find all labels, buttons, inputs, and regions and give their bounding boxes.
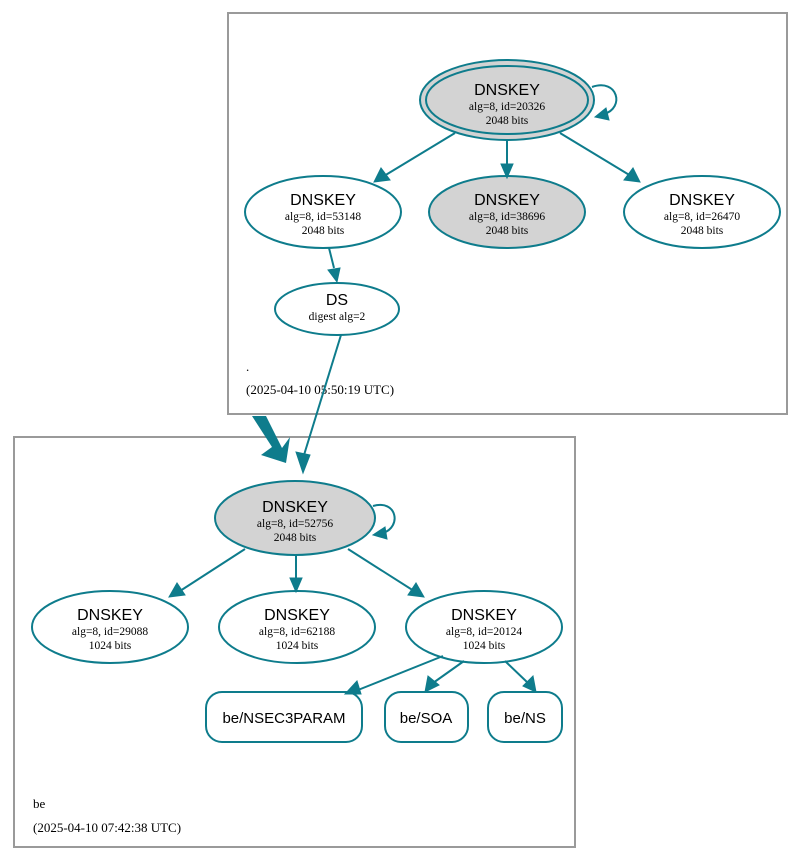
edge-sign-52756-20124 — [347, 548, 425, 598]
node-title: DS — [326, 292, 348, 309]
node-ring — [31, 590, 189, 664]
node-detail-size: 2048 bits — [274, 532, 317, 544]
node-detail-size: 2048 bits — [486, 115, 529, 127]
node-title: DNSKEY — [262, 499, 328, 516]
edge-sign-20124-soa — [424, 660, 465, 693]
node-inner-ring — [425, 65, 589, 135]
node-root-ds-be[interactable]: DS digest alg=2 — [274, 282, 400, 336]
edge-sign-20326-53148 — [373, 132, 456, 183]
node-ring — [623, 175, 781, 249]
node-title: be/SOA — [400, 710, 453, 727]
node-be-rr-soa[interactable]: be/SOA — [384, 691, 469, 743]
node-shape — [487, 691, 563, 743]
node-detail-alg: alg=8, id=53148 — [285, 211, 361, 223]
zone-delegation-arrow — [252, 416, 290, 463]
node-ring — [274, 282, 400, 336]
zone-label-be: be — [33, 796, 46, 811]
node-detail-size: 1024 bits — [463, 640, 506, 652]
node-be-rr-ns[interactable]: be/NS — [487, 691, 563, 743]
node-be-ksk-52756[interactable]: DNSKEY alg=8, id=52756 2048 bits — [214, 480, 376, 556]
zone-timestamp-be: (2025-04-10 07:42:38 UTC) — [33, 820, 181, 835]
node-title: DNSKEY — [451, 607, 517, 624]
node-be-zsk-62188[interactable]: DNSKEY alg=8, id=62188 1024 bits — [218, 590, 376, 664]
node-detail-alg: alg=8, id=26470 — [664, 211, 740, 223]
node-ring — [218, 590, 376, 664]
node-ring — [405, 590, 563, 664]
node-detail-size: 2048 bits — [486, 225, 529, 237]
node-be-zsk-20124[interactable]: DNSKEY alg=8, id=20124 1024 bits — [405, 590, 563, 664]
edge-sign-20124-nsec3param — [343, 655, 444, 695]
edge-sign-20326-26470 — [559, 132, 641, 183]
node-title: DNSKEY — [669, 192, 735, 209]
node-title: DNSKEY — [474, 192, 540, 209]
edge-delegation-ds-to-be-ksk — [295, 334, 342, 475]
node-detail-alg: alg=8, id=38696 — [469, 211, 545, 223]
node-detail-alg: alg=8, id=20124 — [446, 626, 522, 638]
node-be-zsk-29088[interactable]: DNSKEY alg=8, id=29088 1024 bits — [31, 590, 189, 664]
node-detail-alg: alg=8, id=20326 — [469, 101, 545, 113]
node-detail-alg: alg=8, id=52756 — [257, 518, 333, 530]
edge-self-sign-root-ksk-20326 — [591, 84, 618, 121]
zone-timestamp-root: (2025-04-10 05:50:19 UTC) — [246, 382, 394, 397]
node-ring — [244, 175, 402, 249]
node-root-zsk-26470[interactable]: DNSKEY alg=8, id=26470 2048 bits — [623, 175, 781, 249]
edge-sign-52756-29088 — [168, 548, 246, 598]
edge-sign-53148-ds — [327, 247, 341, 284]
node-title: DNSKEY — [290, 192, 356, 209]
node-shape — [384, 691, 469, 743]
node-detail-digest: digest alg=2 — [309, 311, 366, 323]
node-title: DNSKEY — [264, 607, 330, 624]
node-detail-size: 2048 bits — [302, 225, 345, 237]
node-detail-alg: alg=8, id=62188 — [259, 626, 335, 638]
node-detail-size: 2048 bits — [681, 225, 724, 237]
edge-sign-20124-ns — [504, 660, 537, 693]
node-detail-size: 1024 bits — [89, 640, 132, 652]
node-title: DNSKEY — [474, 82, 540, 99]
node-detail-size: 1024 bits — [276, 640, 319, 652]
node-detail-alg: alg=8, id=29088 — [72, 626, 148, 638]
node-title: DNSKEY — [77, 607, 143, 624]
edge-sign-20326-38696 — [500, 140, 514, 180]
edge-self-sign-be-ksk-52756 — [371, 503, 396, 540]
node-root-ksk-20326[interactable]: DNSKEY alg=8, id=20326 2048 bits — [419, 59, 595, 141]
node-shape — [205, 691, 363, 743]
node-title: be/NS — [504, 710, 546, 727]
node-be-rr-nsec3param[interactable]: be/NSEC3PARAM — [205, 691, 363, 743]
node-title: be/NSEC3PARAM — [222, 710, 345, 727]
edge-sign-52756-62188 — [289, 555, 303, 594]
zone-label-root: . — [246, 359, 249, 374]
node-root-zsk-38696[interactable]: DNSKEY alg=8, id=38696 2048 bits — [428, 175, 586, 249]
node-root-zsk-53148[interactable]: DNSKEY alg=8, id=53148 2048 bits — [244, 175, 402, 249]
